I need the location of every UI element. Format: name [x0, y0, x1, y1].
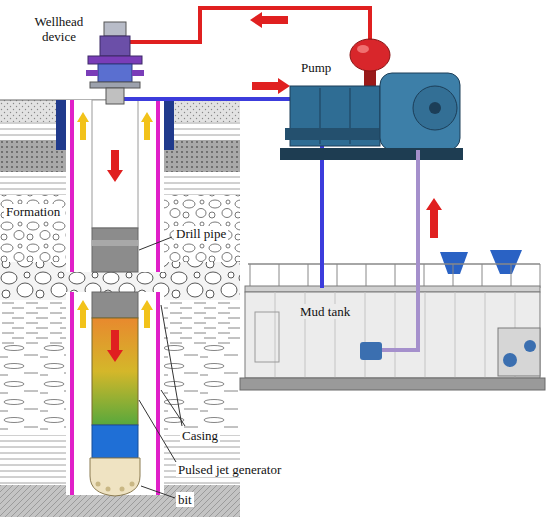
- node-label: Mud tank: [298, 304, 352, 319]
- mud-tank-symbol: [240, 250, 545, 395]
- mud-tank: Mud tank: [240, 250, 545, 395]
- part-label: Formation: [4, 204, 62, 219]
- part-label: bit: [176, 492, 194, 507]
- mud-pump-symbol: [265, 28, 465, 168]
- upper-well-section: [56, 100, 174, 272]
- part-label: Drill pipe: [174, 226, 228, 241]
- leader-lines: [139, 237, 185, 498]
- wellhead-device: Wellhead device: [26, 12, 210, 104]
- part-label: Casing: [180, 428, 220, 443]
- lower-well-section: [66, 292, 164, 496]
- pipe-line: [416, 168, 420, 250]
- part-label: Pulsed jet generator: [176, 462, 283, 477]
- formation-layers: [0, 100, 240, 517]
- flow-arrows-in-well: [77, 112, 153, 362]
- node-label: Wellhead device: [26, 14, 92, 44]
- pipe-line: [200, 8, 370, 28]
- node-label: Pump: [299, 60, 333, 75]
- mud-pump: Pump: [265, 28, 465, 168]
